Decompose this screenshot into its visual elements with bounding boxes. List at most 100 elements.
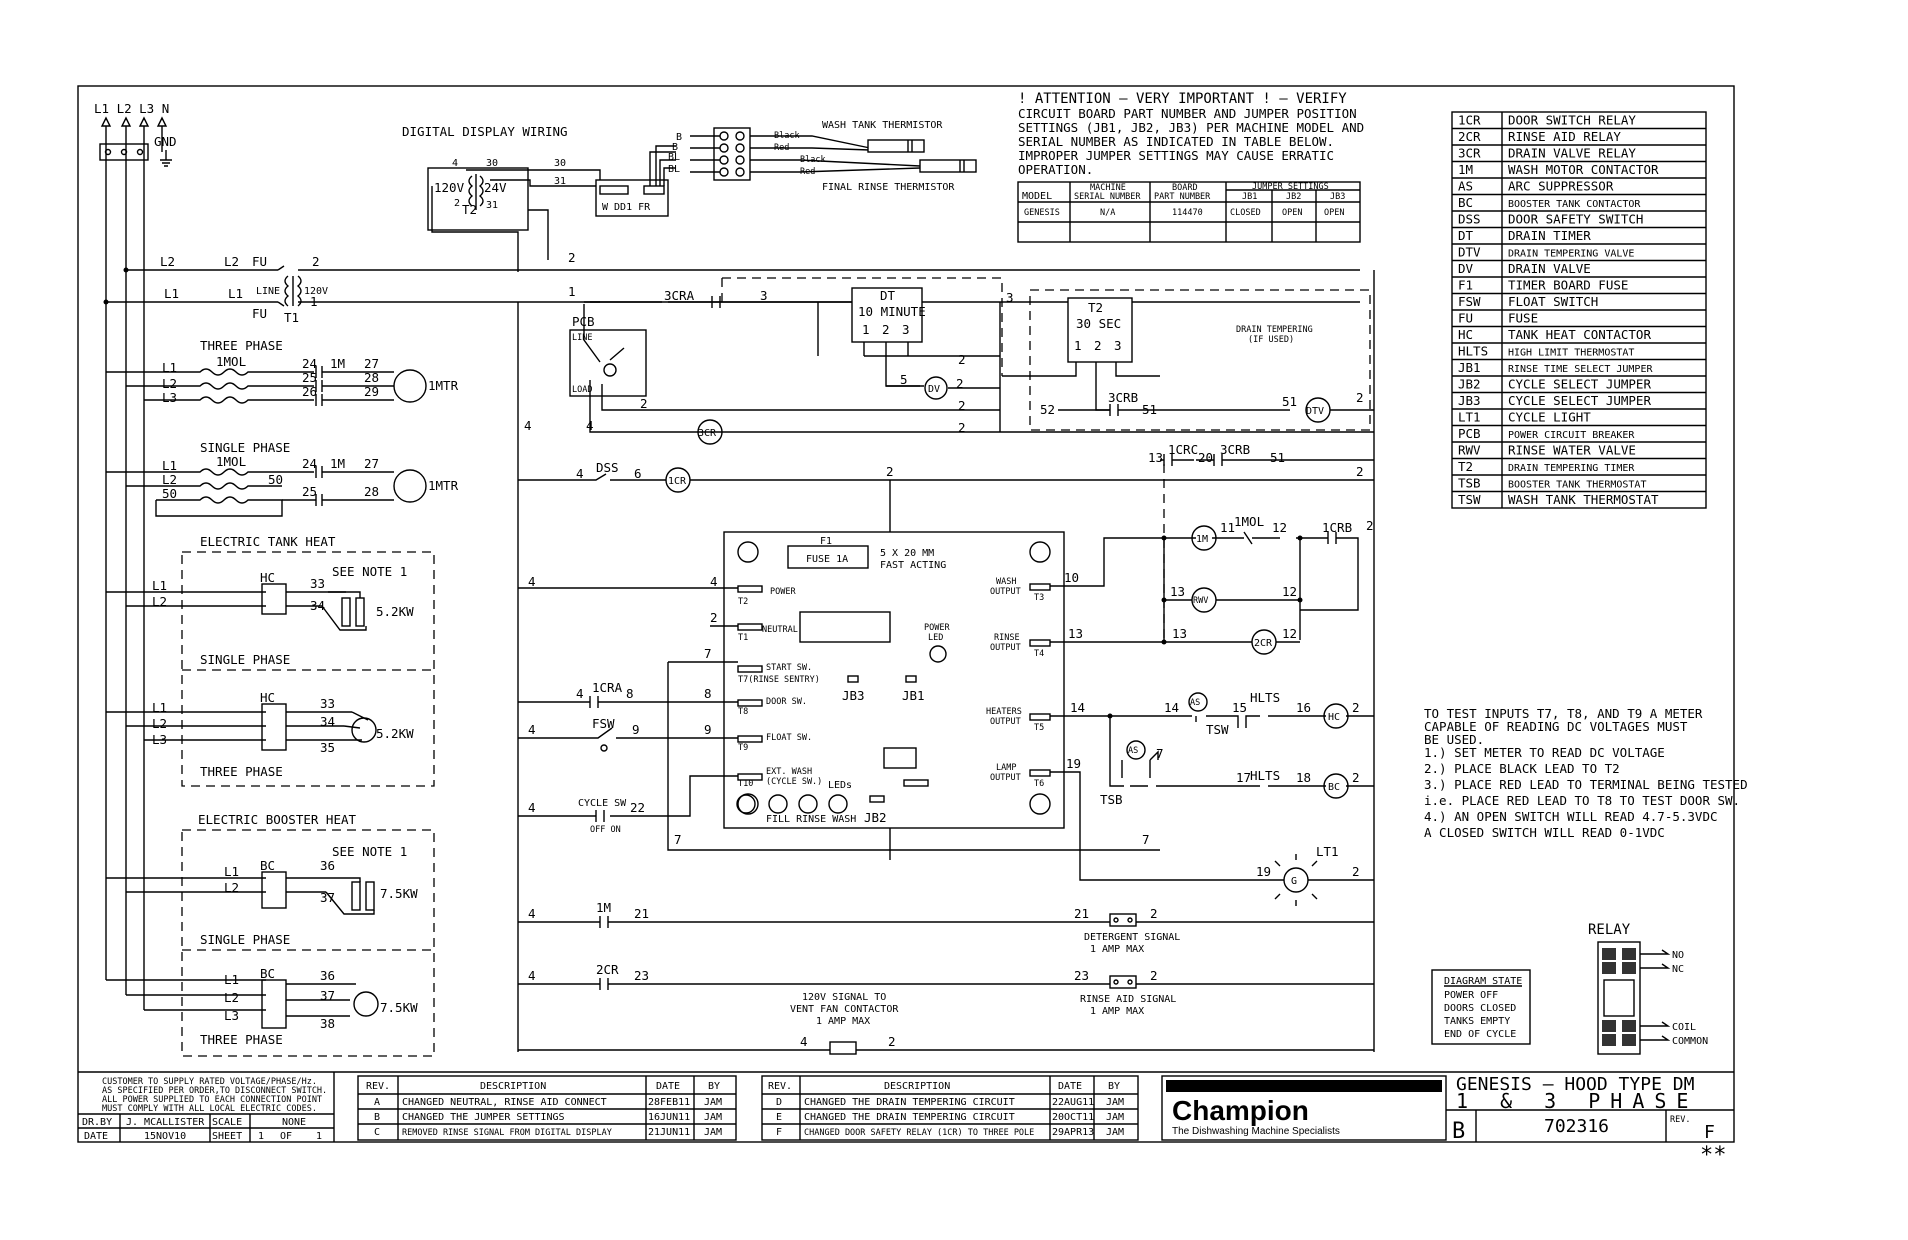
note-line: CAPABLE OF READING DC VOLTAGES MUST (1424, 719, 1688, 734)
svg-text:L1: L1 (228, 286, 243, 301)
svg-text:1CRA: 1CRA (592, 680, 623, 695)
legend-code: AS (1458, 179, 1473, 194)
svg-text:2: 2 (958, 398, 966, 413)
svg-text:19: 19 (1066, 756, 1081, 771)
svg-text:Red: Red (800, 167, 815, 177)
brand-tagline: The Dishwashing Machine Specialists (1172, 1126, 1340, 1137)
main-power-lines: L1 L2 L3 N GND (94, 101, 177, 1010)
kw-booster-label: 7.5KW (380, 886, 418, 901)
svg-text:AS: AS (1128, 746, 1138, 756)
fuse-spec2: FAST ACTING (880, 560, 946, 571)
note-line: 3.) PLACE RED LEAD TO TERMINAL BEING TES… (1424, 777, 1748, 792)
svg-text:24: 24 (302, 456, 317, 471)
svg-text:T10: T10 (738, 779, 753, 789)
legend-code: JB1 (1458, 360, 1481, 375)
svg-text:1: 1 (1074, 338, 1082, 353)
svg-text:35: 35 (320, 740, 335, 755)
svg-text:LINE: LINE (572, 333, 592, 343)
svg-text:2: 2 (710, 610, 718, 625)
svg-text:1MOL: 1MOL (1234, 514, 1264, 529)
vent-signal-label: 120V SIGNAL TO (802, 992, 886, 1003)
svg-text:11: 11 (1220, 520, 1235, 535)
relay-common-label: COMMON (1672, 1036, 1708, 1047)
rev-head: BY (1108, 1081, 1120, 1092)
svg-text:Red: Red (774, 143, 789, 153)
power-led-label2: LED (928, 633, 943, 643)
rev-head: DESCRIPTION (480, 1081, 546, 1092)
svg-text:L1: L1 (224, 864, 239, 879)
svg-text:2: 2 (1352, 700, 1360, 715)
svg-text:13: 13 (1068, 626, 1083, 641)
rev-cell: JAM (1106, 1112, 1124, 1123)
rev-label: REV. (1670, 1115, 1690, 1125)
legend-code: JB3 (1458, 393, 1481, 408)
svg-text:T2: T2 (738, 597, 748, 607)
rev-letter: F (1704, 1122, 1715, 1143)
jt-cell: GENESIS (1024, 208, 1060, 218)
date: 15NOV10 (144, 1131, 186, 1142)
svg-text:L1: L1 (162, 360, 177, 375)
relay-label: RELAY (1588, 922, 1631, 938)
dr-by-label: DR.BY (82, 1117, 112, 1128)
jt-cell: 114470 (1172, 208, 1203, 218)
legend-code: 3CR (1458, 146, 1481, 161)
see-note-label: SEE NOTE 1 (332, 564, 407, 579)
tsb-label: TSB (1100, 792, 1123, 807)
svg-text:Black: Black (800, 155, 826, 165)
legend-code: RWV (1458, 443, 1481, 458)
output-label: OUTPUT (990, 773, 1021, 783)
svg-text:DV: DV (928, 384, 940, 395)
fsw-label: FSW (592, 716, 615, 731)
svg-text:T5: T5 (1034, 723, 1044, 733)
ext-wash-label: EXT. WASH (766, 767, 812, 777)
note-line: TO TEST INPUTS T7, T8, AND T9 A METER (1424, 706, 1703, 721)
svg-text:2: 2 (958, 420, 966, 435)
rev-cell: B (374, 1112, 380, 1123)
svg-text:L3: L3 (224, 1008, 239, 1023)
t1-label: T1 (284, 310, 299, 325)
lt1-label: LT1 (1316, 844, 1339, 859)
rinse-output-label: RINSE (994, 633, 1020, 643)
svg-text:L3: L3 (162, 390, 177, 405)
svg-text:2: 2 (956, 376, 964, 391)
kw-booster-label: 7.5KW (380, 1000, 418, 1015)
mtr-label: 1MTR (428, 478, 459, 493)
jt-cell: OPEN (1324, 208, 1344, 218)
f1-label: F1 (820, 536, 832, 547)
rev-head: BY (708, 1081, 720, 1092)
legend-code: 2CR (1458, 129, 1481, 144)
svg-text:4: 4 (576, 466, 584, 481)
diagram-state-line: END OF CYCLE (1444, 1029, 1516, 1040)
svg-text:HC: HC (1328, 712, 1340, 723)
svg-text:3: 3 (902, 322, 910, 337)
fu-label: FU (252, 306, 267, 321)
sheet-label: SHEET (212, 1131, 242, 1142)
legend-code: JB2 (1458, 377, 1481, 392)
svg-text:2: 2 (1356, 390, 1364, 405)
svg-text:2: 2 (568, 250, 576, 265)
svg-text:1CR: 1CR (668, 476, 687, 487)
relay-pinout: RELAY NO NC COIL COMMON (1588, 922, 1708, 1055)
svg-text:BC: BC (1328, 782, 1340, 793)
svg-text:52: 52 (1040, 402, 1055, 417)
hc-label: HC (260, 690, 275, 705)
svg-text:B: B (676, 132, 682, 143)
rev-cell: JAM (704, 1112, 722, 1123)
svg-text:13: 13 (1170, 584, 1185, 599)
svg-text:34: 34 (320, 714, 335, 729)
svg-text:L2: L2 (162, 376, 177, 391)
gnd-label: GND (154, 134, 177, 149)
svg-text:25: 25 (302, 370, 317, 385)
svg-text:26: 26 (302, 384, 317, 399)
legend-code: DT (1458, 228, 1474, 243)
svg-text:20: 20 (1198, 450, 1213, 465)
dd1-label: W DD1 FR (602, 202, 651, 213)
svg-text:36: 36 (320, 858, 335, 873)
sheet-total: 1 (316, 1131, 322, 1142)
svg-text:2: 2 (1352, 864, 1360, 879)
